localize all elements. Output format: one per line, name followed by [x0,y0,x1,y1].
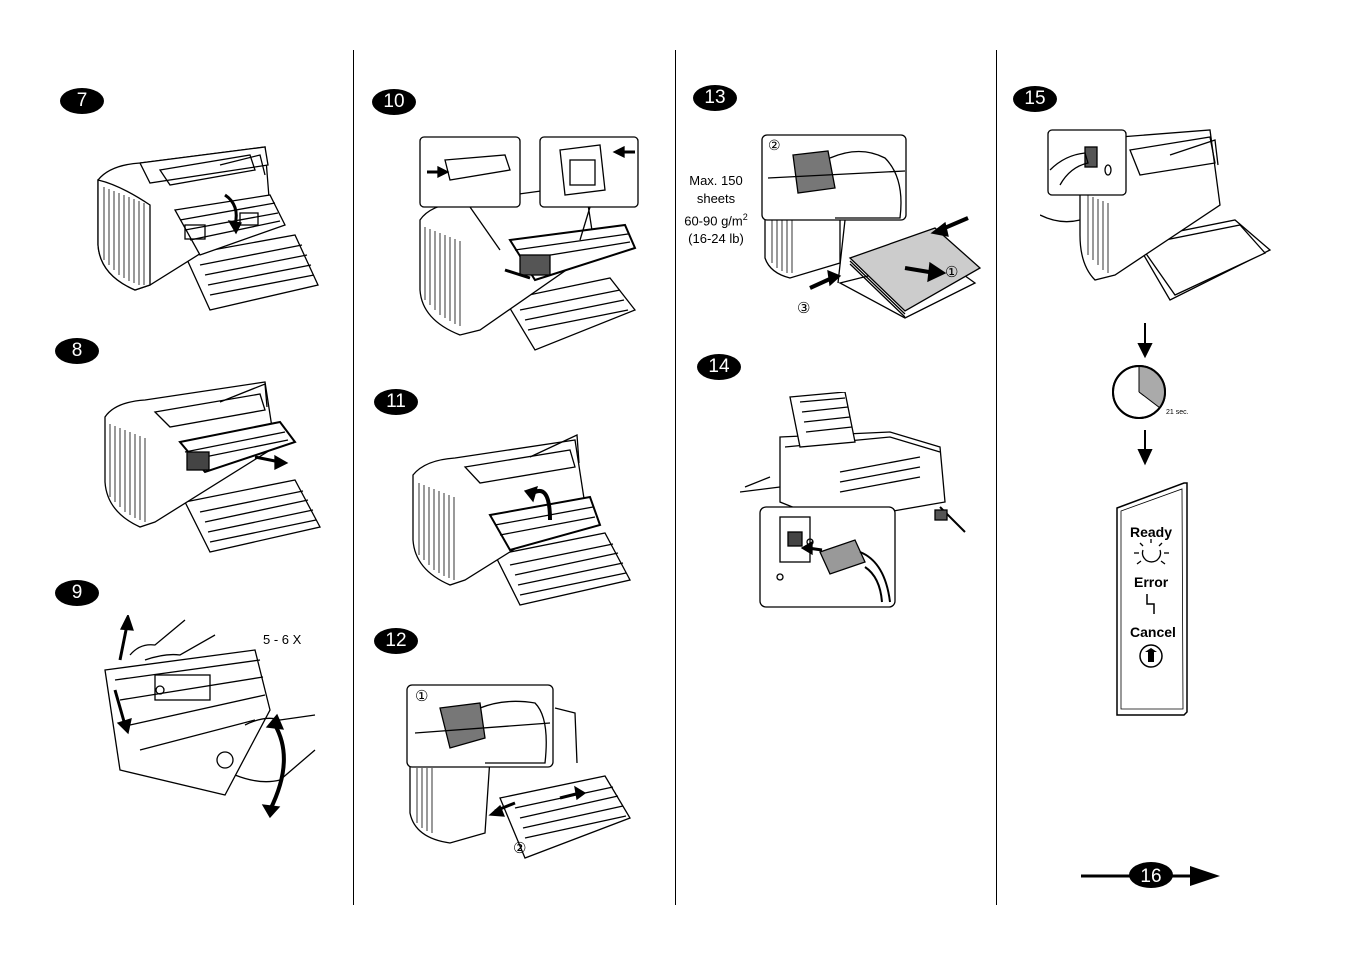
cancel-button-icon [1139,644,1163,668]
paper-weight-imperial: (16-24 lb) [688,231,744,247]
step-15-badge: 15 [1013,86,1057,112]
paper-weight-exponent: 2 [742,212,748,222]
column-divider-2 [675,50,676,905]
step-13-badge: 13 [693,85,737,111]
step-15-illustration [1040,129,1272,301]
step-12-marker-1: ① [415,688,428,705]
ready-light-icon [1134,539,1169,565]
step-7-badge: 7 [60,88,104,114]
step-10-badge: 10 [372,89,416,115]
step-13-marker-3: ③ [797,300,810,317]
next-page-number: 16 [1140,866,1161,887]
step-14-badge: 14 [697,354,741,380]
paper-weight-line: 60-90 g/m2 [672,208,760,230]
step-9-illustration [104,615,316,819]
step-8-badge: 8 [55,338,99,364]
column-divider-3 [996,50,997,905]
step-12-badge: 12 [374,628,418,654]
step-11-badge: 11 [374,389,418,415]
step-11-illustration [412,434,631,606]
paper-capacity-line-2: sheets [696,191,736,206]
step-12-marker-2: ② [513,840,526,857]
paper-capacity-note: Max. 150 sheets 60-90 g/m2 (16-24 lb) [672,172,760,248]
step-13-marker-1: ① [945,264,958,281]
shake-count-note: 5 - 6 X [263,632,302,647]
panel-ready-label: Ready [1130,524,1172,540]
step-15-wait-flow: 21 sec. [1112,323,1189,466]
control-panel: Ready Error Cancel [1116,482,1188,716]
step-7-illustration [97,146,319,311]
error-lightning-icon [1146,594,1155,614]
column-divider-1 [353,50,354,905]
step-13-illustration: ② ① ③ [761,134,982,319]
step-13-marker-2: ② [768,137,781,153]
paper-capacity-line-1: Max. 150 [689,173,743,188]
step-9-badge: 9 [55,580,99,606]
panel-cancel-label: Cancel [1130,624,1176,640]
step-14-illustration [740,392,966,608]
step-12-illustration: ① ② [406,684,631,859]
step-10-illustration [419,136,639,351]
timer-label: 21 sec. [1166,409,1189,416]
paper-weight-value: 60-90 g/m [684,213,743,229]
next-page-arrow: 16 [1081,862,1220,888]
step-8-illustration [104,381,321,553]
panel-error-label: Error [1134,574,1169,590]
